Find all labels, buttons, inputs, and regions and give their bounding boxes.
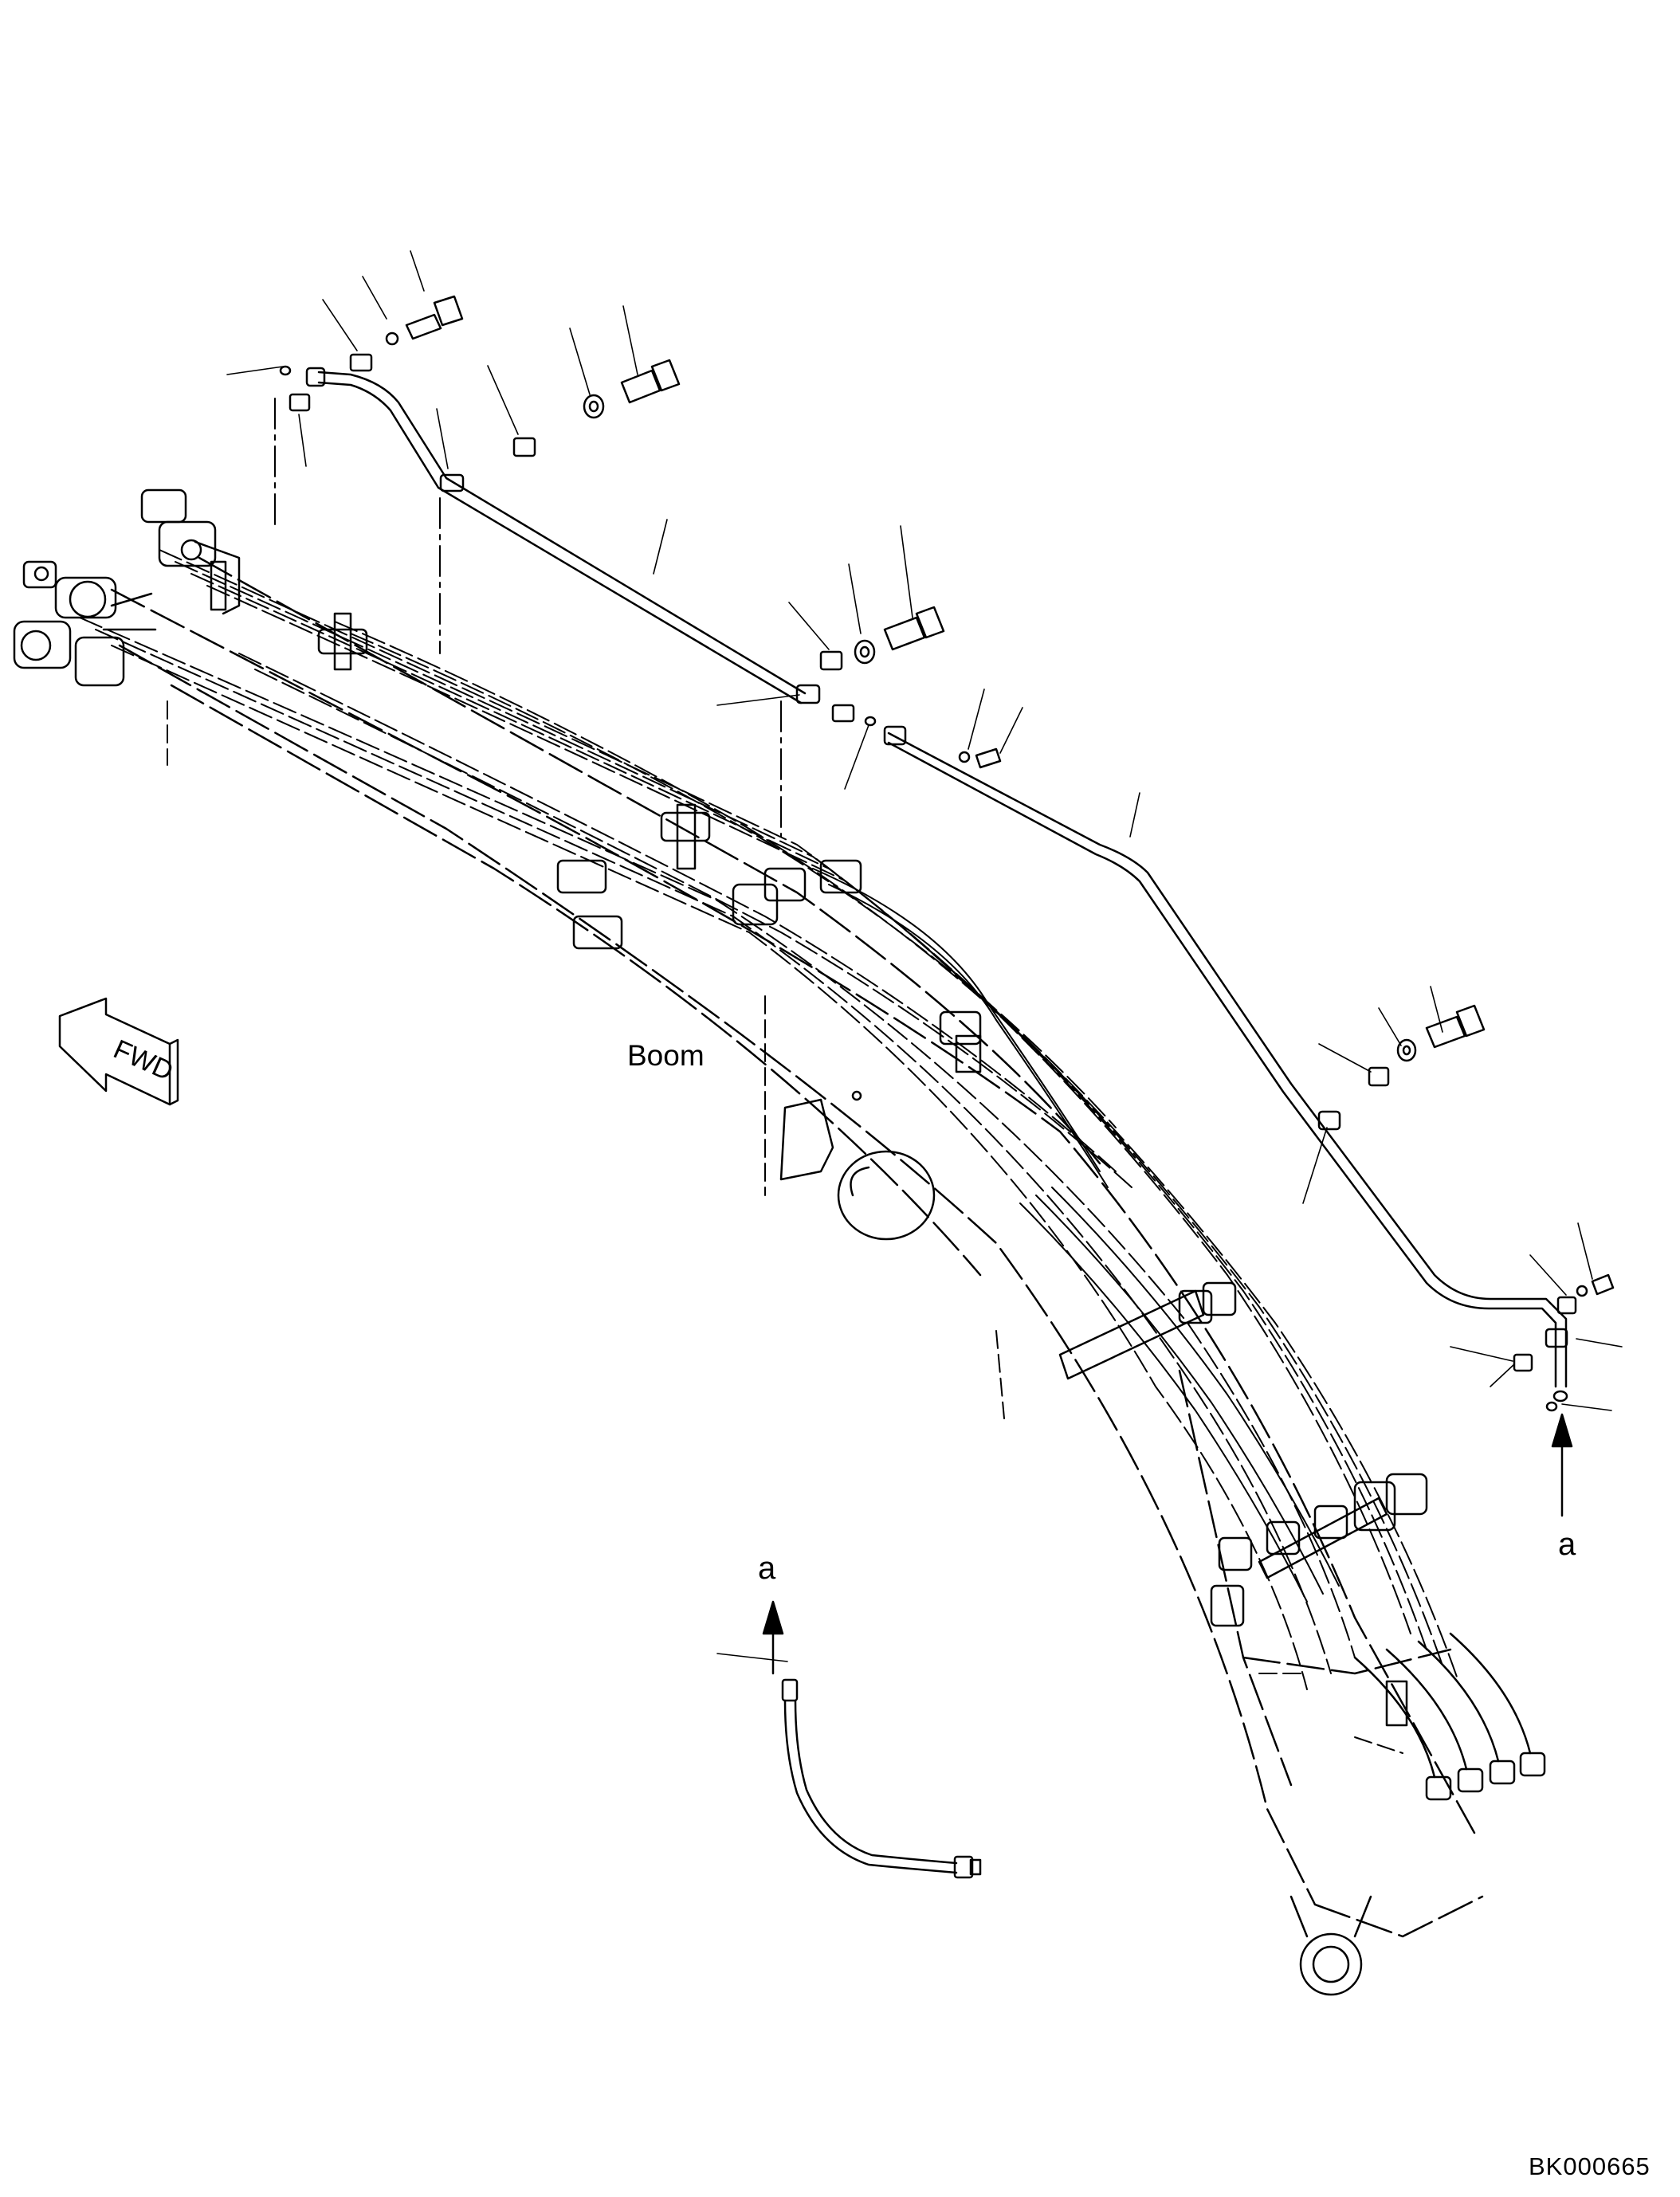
callout-leaders — [226, 250, 1623, 1662]
drawing-code: BK000665 — [1529, 2152, 1651, 2180]
parts-group-4 — [1368, 1004, 1486, 1087]
boom-outline — [110, 556, 1484, 1938]
hose-bundle-solid — [812, 868, 1340, 1603]
parts-group-3 — [819, 606, 1002, 769]
fwd-sign: FWD — [58, 997, 179, 1106]
mid-hose-clamps — [317, 612, 1428, 1627]
view-a-label-left: a — [758, 1551, 776, 1586]
boom-label: Boom — [627, 1039, 705, 1072]
rear-cylinder-fittings — [1353, 1632, 1546, 1801]
parts-group-2 — [512, 359, 681, 457]
parts-group-5 — [1513, 1273, 1615, 1412]
upper-pipe — [305, 367, 821, 704]
lower-pipe — [883, 725, 1568, 1403]
view-a-label-right: a — [1558, 1527, 1576, 1562]
detail-hose — [781, 1678, 982, 1879]
boom-foot-pin — [1289, 1895, 1372, 1996]
front-bracket-lower — [13, 560, 157, 687]
assembly-leaders — [274, 398, 782, 838]
parts-group-1 — [279, 295, 464, 412]
hose-bundle — [79, 549, 1459, 1690]
view-a-arrow-right — [1551, 1413, 1573, 1517]
boom-cylinder-pin — [779, 1090, 936, 1241]
front-bracket-upper — [140, 488, 241, 615]
view-a-arrow-left — [762, 1600, 784, 1675]
boom-plate-lines — [167, 700, 1403, 1754]
